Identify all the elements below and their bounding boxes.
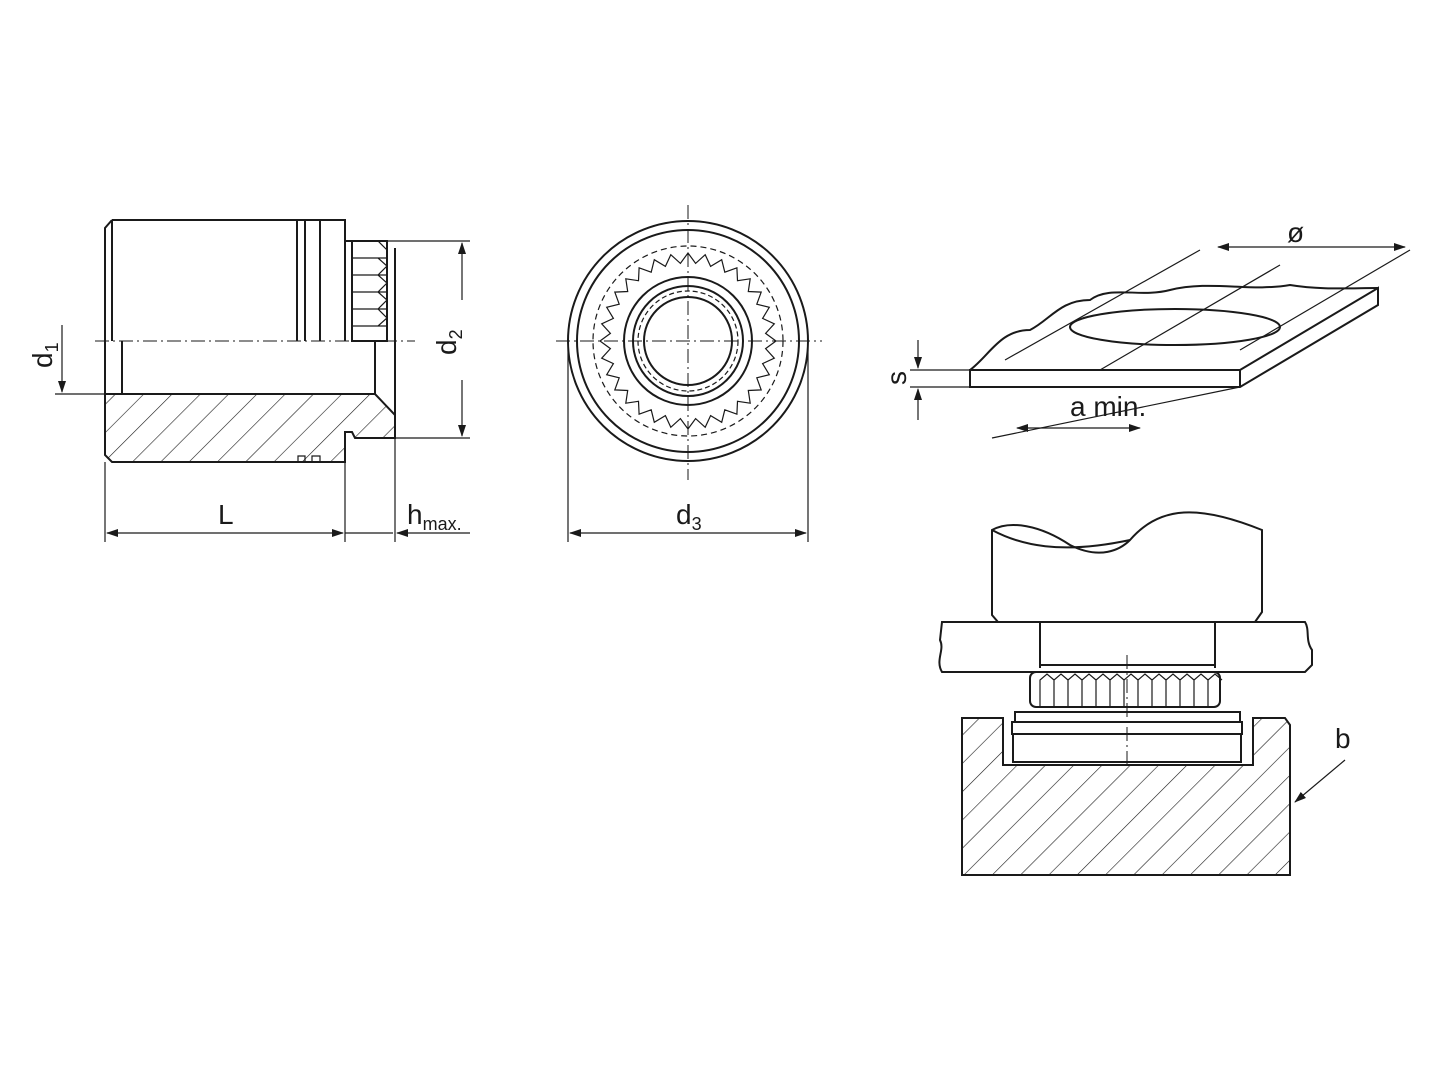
a-min-label: a min. [1070, 391, 1146, 422]
s-label: s [881, 371, 912, 385]
install-view: b [938, 511, 1351, 876]
d2-label: d2 [431, 329, 466, 355]
side-view: d1 d2 L hmax. [27, 219, 470, 542]
diameter-label: ø [1287, 217, 1304, 248]
d3-label: d3 [676, 499, 702, 534]
knurl-teeth [1039, 673, 1223, 707]
L-label: L [218, 499, 234, 530]
d1-label: d1 [27, 342, 62, 368]
h-max-label: hmax. [407, 499, 462, 534]
front-view: d3 [556, 205, 822, 542]
b-label: b [1335, 723, 1351, 754]
sheet-view: ø a min. s [881, 217, 1411, 439]
